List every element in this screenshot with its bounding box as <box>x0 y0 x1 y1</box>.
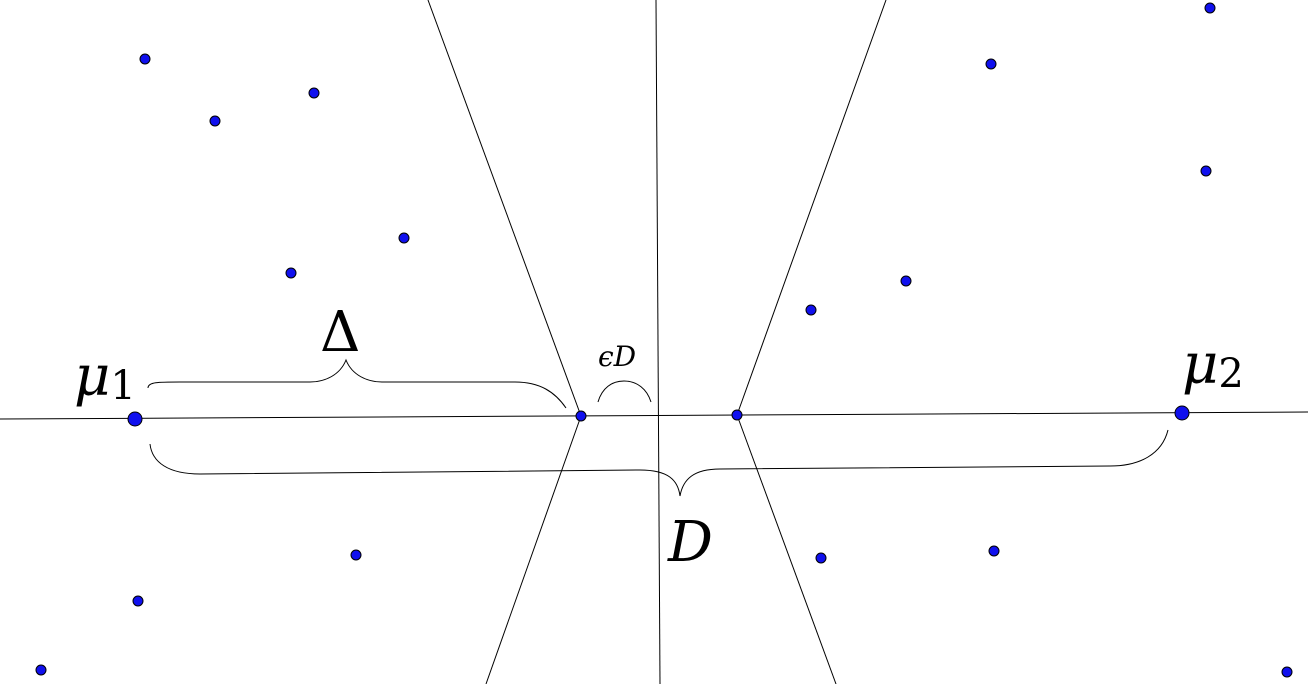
sample-point <box>985 58 997 70</box>
right-boundary-upper <box>736 0 887 416</box>
delta-brace <box>147 358 567 409</box>
sample-point <box>1281 666 1293 678</box>
sample-point <box>35 664 47 676</box>
d-label: D <box>667 510 713 575</box>
sample-point <box>815 552 827 564</box>
mu1-subscript: 1 <box>110 363 135 409</box>
center-vertical-line <box>655 0 661 684</box>
sample-point <box>139 53 151 65</box>
mu2-label: μ2 <box>1182 332 1244 397</box>
left-intersection-point <box>575 410 587 422</box>
sample-point <box>398 232 410 244</box>
right-intersection-point <box>731 409 743 421</box>
mu1-symbol: μ <box>74 344 110 409</box>
d-brace <box>149 429 1169 497</box>
epsilon-d-brace <box>597 380 652 403</box>
sample-point <box>988 545 1000 557</box>
mu2-symbol: μ <box>1182 332 1218 397</box>
right-boundary-lower <box>736 414 837 684</box>
sample-point <box>1200 165 1212 177</box>
left-boundary-lower <box>485 415 582 684</box>
sample-point <box>1204 2 1216 14</box>
mu1-label: μ1 <box>74 344 136 409</box>
sample-point <box>308 87 320 99</box>
mu2-subscript: 2 <box>1218 351 1243 397</box>
left-boundary-upper <box>427 0 582 417</box>
sample-point <box>132 595 144 607</box>
sample-point <box>209 115 221 127</box>
mu1-point <box>127 411 143 427</box>
sample-point <box>900 275 912 287</box>
sample-point <box>350 549 362 561</box>
mean-axis-line <box>0 411 1308 420</box>
sample-point <box>285 267 297 279</box>
epsilon-d-label: ϵD <box>598 340 636 373</box>
sample-point <box>805 304 817 316</box>
mu2-point <box>1174 405 1190 421</box>
delta-label: Δ <box>320 300 360 365</box>
